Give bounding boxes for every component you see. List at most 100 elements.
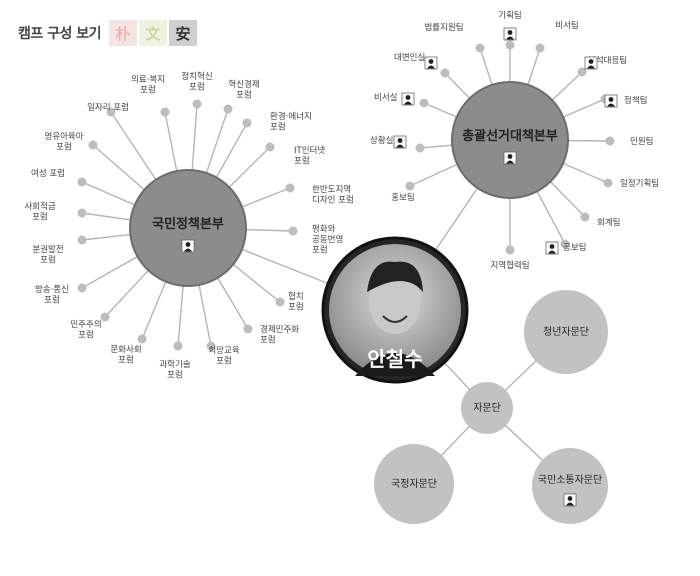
- policy-forum-node[interactable]: [77, 208, 87, 218]
- campaign-team-photo-icon-head: [507, 30, 513, 35]
- campaign-team-photo-icon-body: [587, 65, 595, 69]
- campaign-team-label: 상황실: [370, 135, 393, 146]
- advisory-group-circle[interactable]: [524, 290, 608, 374]
- campaign-team-photo-icon-head: [588, 59, 594, 64]
- campaign-team-photo-icon-head: [397, 138, 403, 143]
- policy-forum-node[interactable]: [285, 183, 295, 193]
- hub-campaign-photo-icon-body: [506, 160, 514, 164]
- hub-policy-photo-icon-head: [185, 242, 191, 247]
- campaign-team-label: 공보팀: [563, 242, 586, 253]
- policy-forum-node[interactable]: [77, 235, 87, 245]
- policy-forum-label: 여성 포럼: [31, 168, 65, 179]
- campaign-team-photo-icon-head: [549, 244, 555, 249]
- page-title: 캠프 구성 보기: [18, 26, 102, 42]
- page-header: 캠프 구성 보기 朴 文 安: [18, 20, 199, 46]
- campaign-team-label: 대변인실: [394, 52, 425, 63]
- campaign-team-node[interactable]: [580, 212, 590, 222]
- advisory-group-photo-icon-head: [567, 496, 573, 501]
- advisory-group-label: 청년자문단: [543, 326, 589, 338]
- campaign-team-label: 기획팀: [498, 10, 521, 21]
- campaign-team-node[interactable]: [405, 181, 415, 191]
- campaign-team-photo-icon-body: [548, 250, 556, 254]
- campaign-team-node[interactable]: [415, 143, 425, 153]
- campaign-team-label: 민원팀: [630, 136, 653, 147]
- policy-forum-node[interactable]: [288, 226, 298, 236]
- campaign-team-node[interactable]: [505, 245, 515, 255]
- policy-forum-node[interactable]: [265, 142, 275, 152]
- campaign-team-node[interactable]: [440, 68, 450, 78]
- policy-forum-node[interactable]: [137, 334, 147, 344]
- campaign-team-label: 회계팀: [597, 217, 620, 228]
- policy-forum-node[interactable]: [192, 99, 202, 109]
- policy-forum-node[interactable]: [77, 177, 87, 187]
- portrait-face: [369, 270, 421, 334]
- campaign-team-photo-icon-body: [607, 103, 615, 107]
- portrait-shoulders: [355, 353, 435, 376]
- campaign-team-node[interactable]: [605, 136, 615, 146]
- campaign-team-photo-icon-body: [427, 65, 435, 69]
- hub-policy-photo-icon-body: [184, 248, 192, 252]
- campaign-team-label: 법률지원팀: [424, 22, 463, 33]
- policy-forum-node[interactable]: [206, 341, 216, 351]
- campaign-team-photo-icon-body: [396, 144, 404, 148]
- candidate-button-ahn[interactable]: 安: [169, 20, 198, 46]
- policy-forum-node[interactable]: [223, 104, 233, 114]
- hub-campaign-circle[interactable]: [451, 81, 569, 199]
- advisory-group-circle[interactable]: [374, 444, 454, 524]
- advisory-hub-label: 자문단: [473, 402, 501, 414]
- advisory-group-label: 국민소통자문단: [538, 474, 602, 486]
- campaign-team-node[interactable]: [535, 43, 545, 53]
- campaign-team-label: 일정기획팀: [620, 178, 659, 189]
- campaign-team-label: 분석대응팀: [588, 55, 627, 66]
- advisory-hub-circle[interactable]: [461, 382, 513, 434]
- candidate-button-moon[interactable]: 文: [139, 20, 168, 46]
- policy-forum-label: 일자리 포럼: [87, 103, 129, 113]
- advisory-group-photo-icon-body: [566, 502, 574, 506]
- policy-forum-node[interactable]: [160, 107, 170, 117]
- policy-forum-node[interactable]: [106, 107, 116, 117]
- portrait-hair: [367, 261, 423, 292]
- policy-forum-node[interactable]: [243, 324, 253, 334]
- campaign-team-photo-icon-head: [405, 95, 411, 100]
- campaign-team-node[interactable]: [505, 40, 515, 50]
- campaign-team-photo-icon-body: [404, 101, 412, 105]
- campaign-team-photo-icon-head: [428, 59, 434, 64]
- policy-forum-node[interactable]: [242, 118, 252, 128]
- candidate-button-park[interactable]: 朴: [109, 20, 138, 46]
- campaign-team-node[interactable]: [577, 67, 587, 77]
- campaign-team-node[interactable]: [475, 43, 485, 53]
- hub-campaign-photo-icon-head: [507, 154, 513, 159]
- advisory-group-label: 국정자문단: [391, 478, 437, 490]
- hub-policy-label: 국민정책본부: [152, 216, 224, 232]
- campaign-team-label: 비서팀: [555, 20, 578, 31]
- policy-forum-node[interactable]: [173, 341, 183, 351]
- campaign-team-label: 홍보팀: [391, 192, 414, 203]
- hub-policy-circle[interactable]: [129, 169, 247, 287]
- campaign-team-node[interactable]: [560, 239, 570, 249]
- policy-forum-node[interactable]: [88, 140, 98, 150]
- policy-forum-node[interactable]: [100, 312, 110, 322]
- advisory-group-circle[interactable]: [532, 448, 608, 524]
- campaign-team-node[interactable]: [419, 98, 429, 108]
- policy-forum-node[interactable]: [275, 297, 285, 307]
- campaign-team-node[interactable]: [603, 178, 613, 188]
- campaign-team-photo-icon-body: [506, 36, 514, 40]
- portrait-smile: [382, 315, 408, 323]
- policy-forum-node[interactable]: [77, 283, 87, 293]
